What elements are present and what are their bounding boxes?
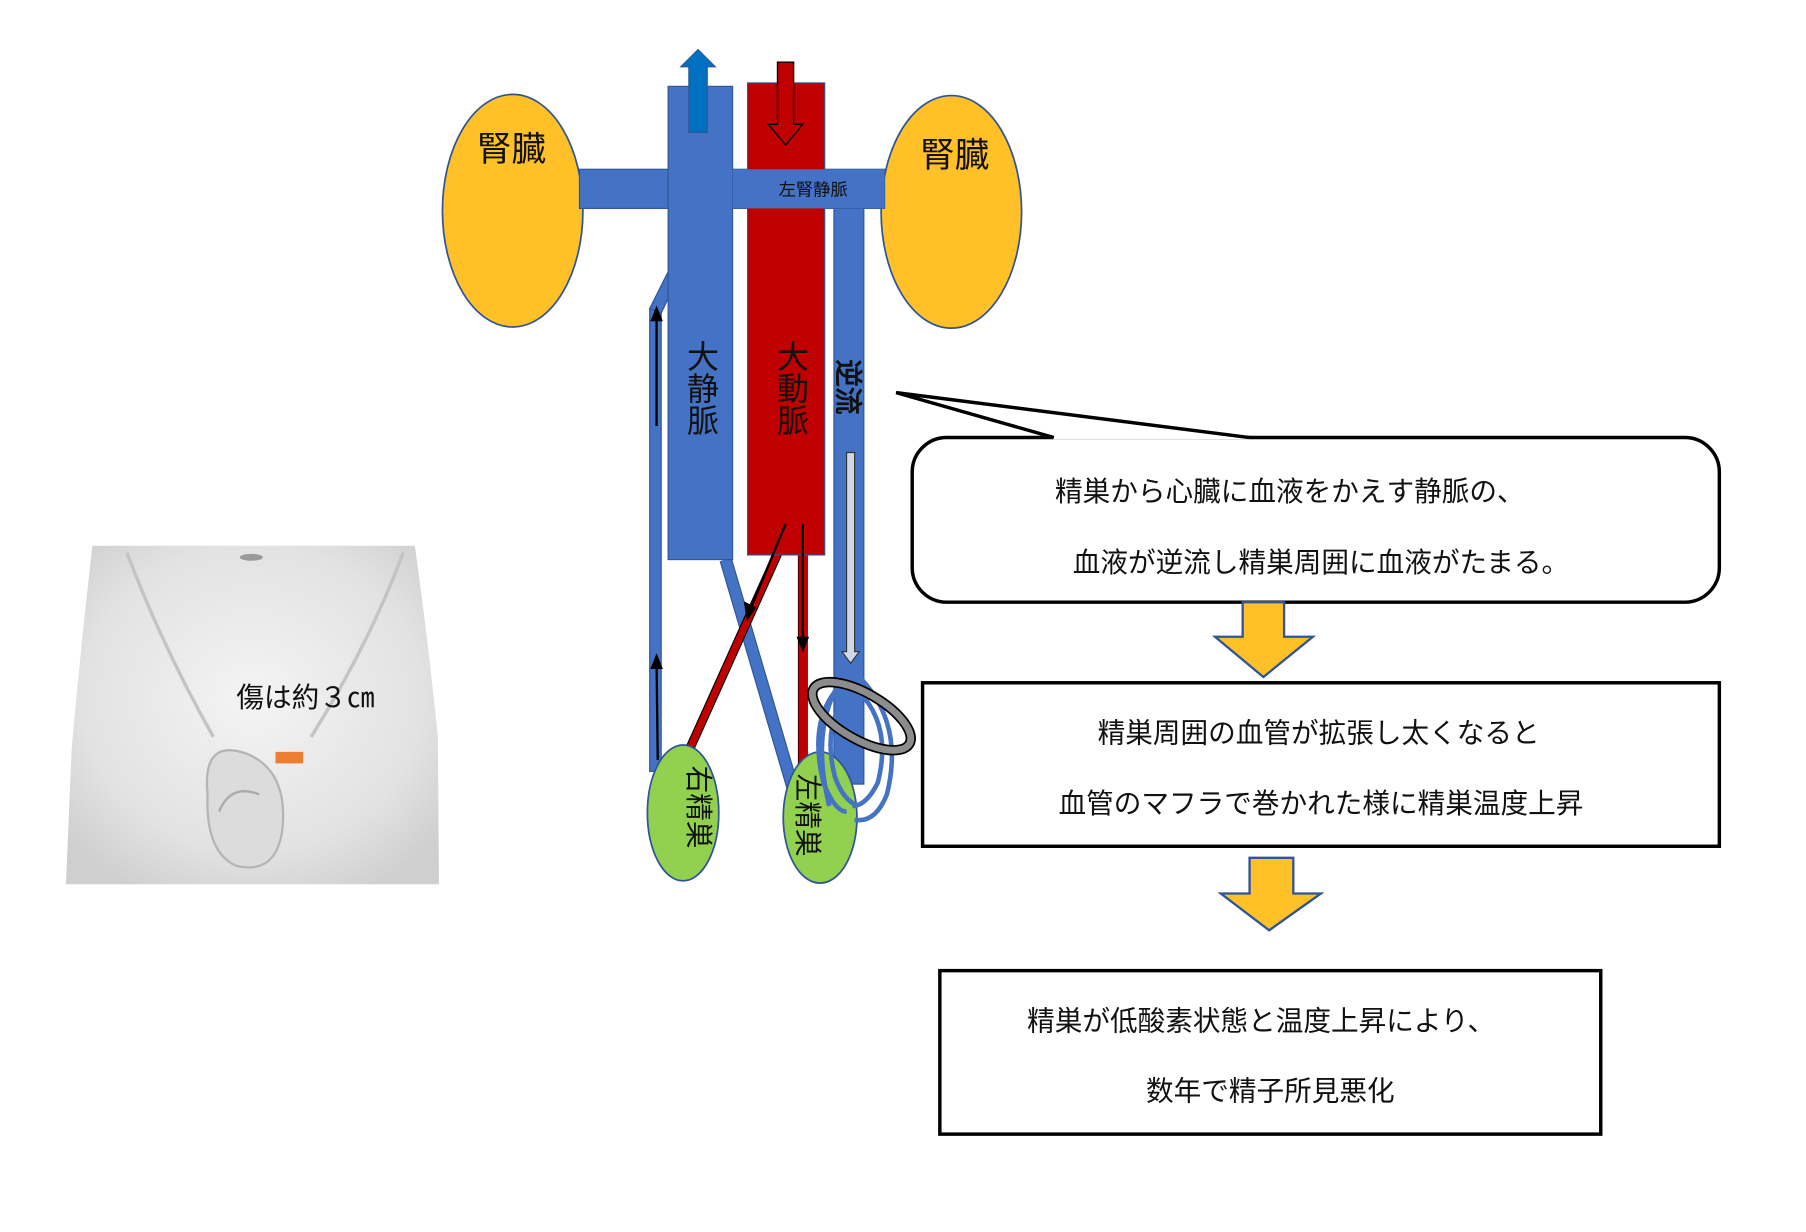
left-testis-label: 左精巣	[791, 774, 824, 857]
right-kidney	[880, 94, 1023, 330]
aorta-label: 大動脈	[772, 340, 810, 436]
kidney-label-left: 腎臓	[477, 130, 546, 170]
reflux-label: 逆流	[832, 359, 865, 415]
right-testis-label: 右精巣	[682, 766, 715, 849]
callout-line-2: 血液が逆流し精巣周囲に血液がたまる。	[1073, 546, 1569, 579]
left-kidney	[441, 93, 584, 328]
vena-cava-label: 大静脈	[682, 340, 720, 436]
incision-length-label: 傷は約３㎝	[236, 681, 374, 714]
left-renal-vein-label: 左腎静脈	[779, 181, 848, 201]
right-testis	[646, 744, 720, 882]
down-arrow-icon	[1217, 856, 1325, 932]
aorta	[746, 82, 826, 556]
vena-cava	[667, 85, 734, 561]
step2-line-2: 血管のマフラで巻かれた様に精巣温度上昇	[1059, 787, 1584, 820]
flow-arrows	[650, 305, 810, 760]
incision-mark	[275, 751, 304, 764]
arrow-up-icon	[679, 48, 717, 133]
step-box-3: 精巣が低酸素状態と温度上昇により、 数年で精子所見悪化	[938, 968, 1603, 1136]
step3-line-2: 数年で精子所見悪化	[1146, 1075, 1395, 1108]
step2-line-1: 精巣周囲の血管が拡張し太くなると	[1098, 717, 1540, 750]
kidney-label-right: 腎臓	[920, 136, 989, 176]
step3-line-1: 精巣が低酸素状態と温度上昇により、	[1027, 1005, 1495, 1038]
down-arrow-icon	[1211, 601, 1317, 679]
muffler-ring	[807, 676, 916, 756]
callout-bubble: 精巣から心臓に血液をかえす静脈の、 血液が逆流し精巣周囲に血液がたまる。	[895, 390, 1722, 604]
step-box-2: 精巣周囲の血管が拡張し太くなると 血管のマフラで巻かれた様に精巣温度上昇	[920, 681, 1722, 849]
callout-line-1: 精巣から心臓に血液をかえす静脈の、	[1055, 475, 1525, 508]
reflux-arrow-icon	[840, 451, 861, 665]
arrow-down-icon	[766, 61, 805, 147]
torso-illustration: 傷は約３㎝	[65, 545, 439, 885]
